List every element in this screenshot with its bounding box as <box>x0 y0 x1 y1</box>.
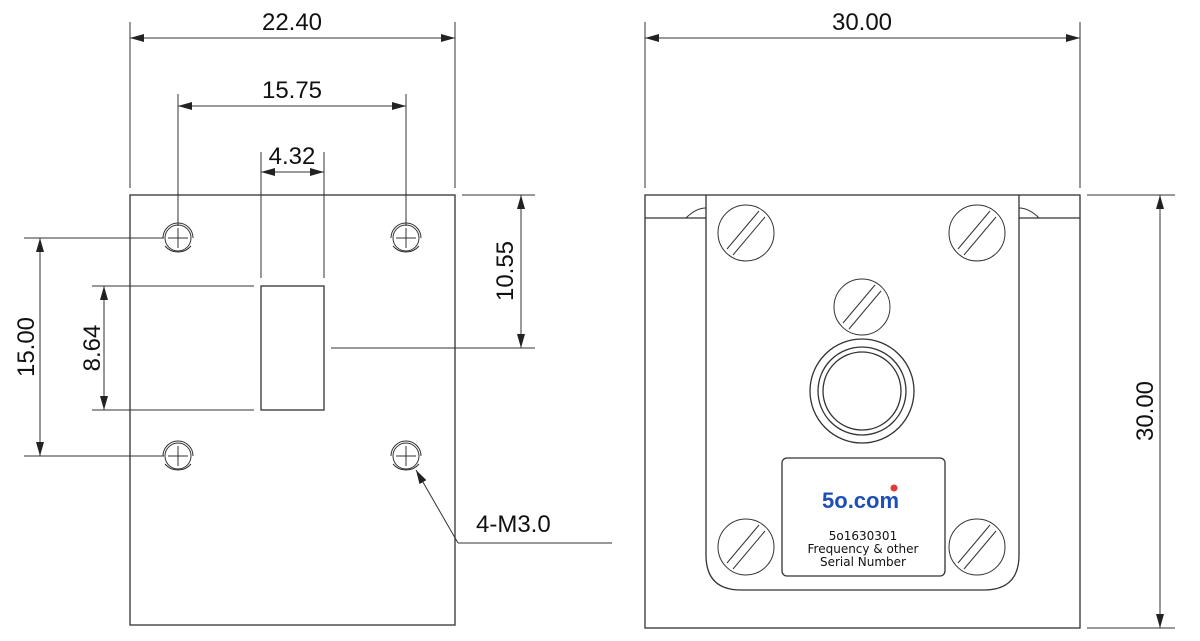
logo-suffix: .com <box>848 488 899 513</box>
mounting-hole-bottom-right <box>390 440 422 471</box>
dim-label-10-55: 10.55 <box>492 241 519 301</box>
screw-top-left <box>717 204 775 262</box>
screw-center <box>833 278 891 336</box>
dim-label-15-00: 15.00 <box>13 317 40 377</box>
logo: 5o.com <box>822 488 899 513</box>
callout-label: 4-M3.0 <box>476 511 551 538</box>
dim-hole-spacing-x: 15.75 <box>177 77 407 226</box>
callout-screw-holes: 4-M3.0 <box>415 469 612 544</box>
dim-label-22-40: 22.40 <box>262 9 322 36</box>
mounting-hole-top-left <box>162 222 194 253</box>
screw-top-right <box>948 204 1006 262</box>
screw-bottom-right <box>948 518 1006 576</box>
dim-overall-height-right: 30.00 <box>1087 194 1175 629</box>
dim-slot-width: 4.32 <box>260 143 325 278</box>
dim-label-4-32: 4.32 <box>269 143 316 170</box>
screw-bottom-left <box>717 518 775 576</box>
part-number: 5o1630301 <box>829 529 897 543</box>
dim-slot-offset: 10.55 <box>331 194 535 349</box>
dim-label-30-00-width: 30.00 <box>832 9 892 36</box>
mounting-hole-bottom-left <box>162 440 194 471</box>
label-line-serial: Serial Number <box>820 555 906 569</box>
label-line-frequency: Frequency & other <box>808 542 919 556</box>
dim-overall-width-left: 22.40 <box>129 9 456 188</box>
dim-label-30-00-height: 30.00 <box>1132 381 1159 441</box>
dim-overall-width-right: 30.00 <box>644 9 1081 188</box>
right-body-outline <box>644 194 1081 629</box>
logo-dot <box>890 484 898 492</box>
dim-label-8-64: 8.64 <box>79 325 106 372</box>
right-view: 5o.com 5o1630301 Frequency & other Seria… <box>644 9 1175 629</box>
dim-hole-spacing-y: 15.00 <box>13 237 164 457</box>
label-plate: 5o.com 5o1630301 Frequency & other Seria… <box>781 457 946 577</box>
inner-block <box>705 195 1020 591</box>
connector-port <box>809 338 915 444</box>
dim-slot-height: 8.64 <box>79 285 254 411</box>
mounting-hole-top-right <box>390 222 422 253</box>
dim-label-15-75: 15.75 <box>262 77 322 104</box>
left-view: 22.40 15.75 4.32 10.55 15.00 <box>13 9 612 626</box>
waveguide-opening <box>260 285 325 411</box>
logo-main: 5o <box>822 488 848 513</box>
